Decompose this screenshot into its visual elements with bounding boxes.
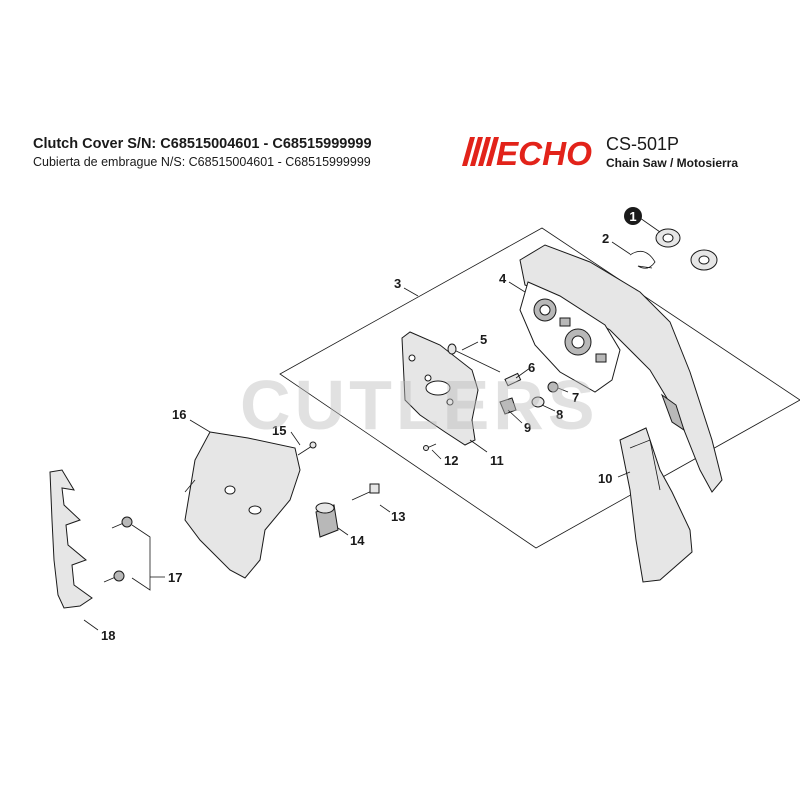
part-14-spacer: [315, 502, 339, 538]
callout-9: 9: [524, 420, 531, 435]
part-17-screws: [103, 516, 133, 583]
callout-13: 13: [391, 509, 405, 524]
callout-16: 16: [172, 407, 186, 422]
part-15-screw: [297, 441, 317, 456]
part-9-adjuster: [499, 397, 517, 415]
callout-17: 17: [168, 570, 182, 585]
model-number: CS-501P: [606, 134, 680, 154]
part-2-clip: [629, 250, 656, 269]
callout-18: 18: [101, 628, 115, 643]
callout-11: 11: [490, 453, 504, 468]
callout-10: 10: [598, 471, 612, 486]
assembly-outline: [279, 227, 800, 549]
part-13-bolt: [351, 483, 380, 501]
brand-logo-text: ECHO: [496, 135, 592, 172]
part-8-washer: [531, 396, 545, 408]
callout-3: 3: [394, 276, 401, 291]
leader-lines: [83, 217, 661, 631]
page-subtitle: Cubierta de embrague N/S: C68515004601 -…: [33, 155, 371, 169]
callout-8: 8: [556, 407, 563, 422]
part-10-guard: [619, 427, 693, 583]
callout-1: 1: [629, 209, 636, 224]
part-4-clutch-cover: [519, 244, 723, 493]
echo-logo: ECHO: [462, 135, 592, 172]
part-7-nut: [547, 381, 559, 393]
callout-14: 14: [350, 533, 365, 548]
part-16-inner-plate: [184, 431, 301, 579]
header: Clutch Cover S/N: C68515004601 - C685159…: [0, 0, 800, 200]
callout-6: 6: [528, 360, 535, 375]
part-11-guide-plate: [401, 331, 479, 446]
callout-12: 12: [444, 453, 458, 468]
part-12-screw: [423, 443, 437, 451]
callout-4: 4: [499, 271, 507, 286]
callout-2: 2: [602, 231, 609, 246]
part-5-stud: [447, 343, 501, 373]
part-6-pin: [504, 372, 522, 387]
callout-1-badge: 1: [624, 207, 642, 225]
callout-7: 7: [572, 390, 579, 405]
part-1-nut: [655, 228, 718, 271]
page-title: Clutch Cover S/N: C68515004601 - C685159…: [33, 136, 372, 152]
callout-15: 15: [272, 423, 286, 438]
part-18-bumper-spike: [49, 469, 93, 609]
callout-5: 5: [480, 332, 487, 347]
watermark: CUTLERS: [240, 366, 599, 444]
model-description: Chain Saw / Motosierra: [606, 156, 739, 170]
